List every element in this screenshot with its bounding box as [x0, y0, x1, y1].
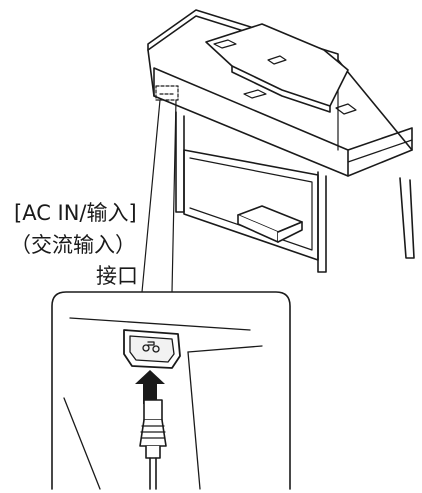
up-arrow-icon — [135, 370, 165, 404]
callout-label-line2: （交流输入） — [10, 233, 136, 257]
pedal-unit — [237, 205, 303, 243]
leader-line-left — [141, 99, 161, 293]
detail-panel-frame — [51, 291, 291, 490]
piano-leg-left — [175, 111, 185, 213]
detail-panel — [51, 291, 291, 490]
leader-line-right — [171, 99, 177, 293]
piano-leg-front — [399, 177, 415, 259]
ac-inlet-location-marker — [155, 85, 179, 101]
ac-inlet-socket — [123, 329, 181, 369]
music-rest — [205, 23, 357, 115]
piano-base-frame — [183, 149, 319, 261]
callout-label-line3: 接口 — [96, 264, 138, 288]
piano-illustration — [147, 9, 415, 273]
piano-leg-right — [317, 171, 327, 273]
callout-label-line1: [AC IN/输入] — [14, 201, 137, 225]
ac-inlet-symbol-icon — [142, 341, 160, 353]
power-plug-icon — [139, 399, 167, 490]
